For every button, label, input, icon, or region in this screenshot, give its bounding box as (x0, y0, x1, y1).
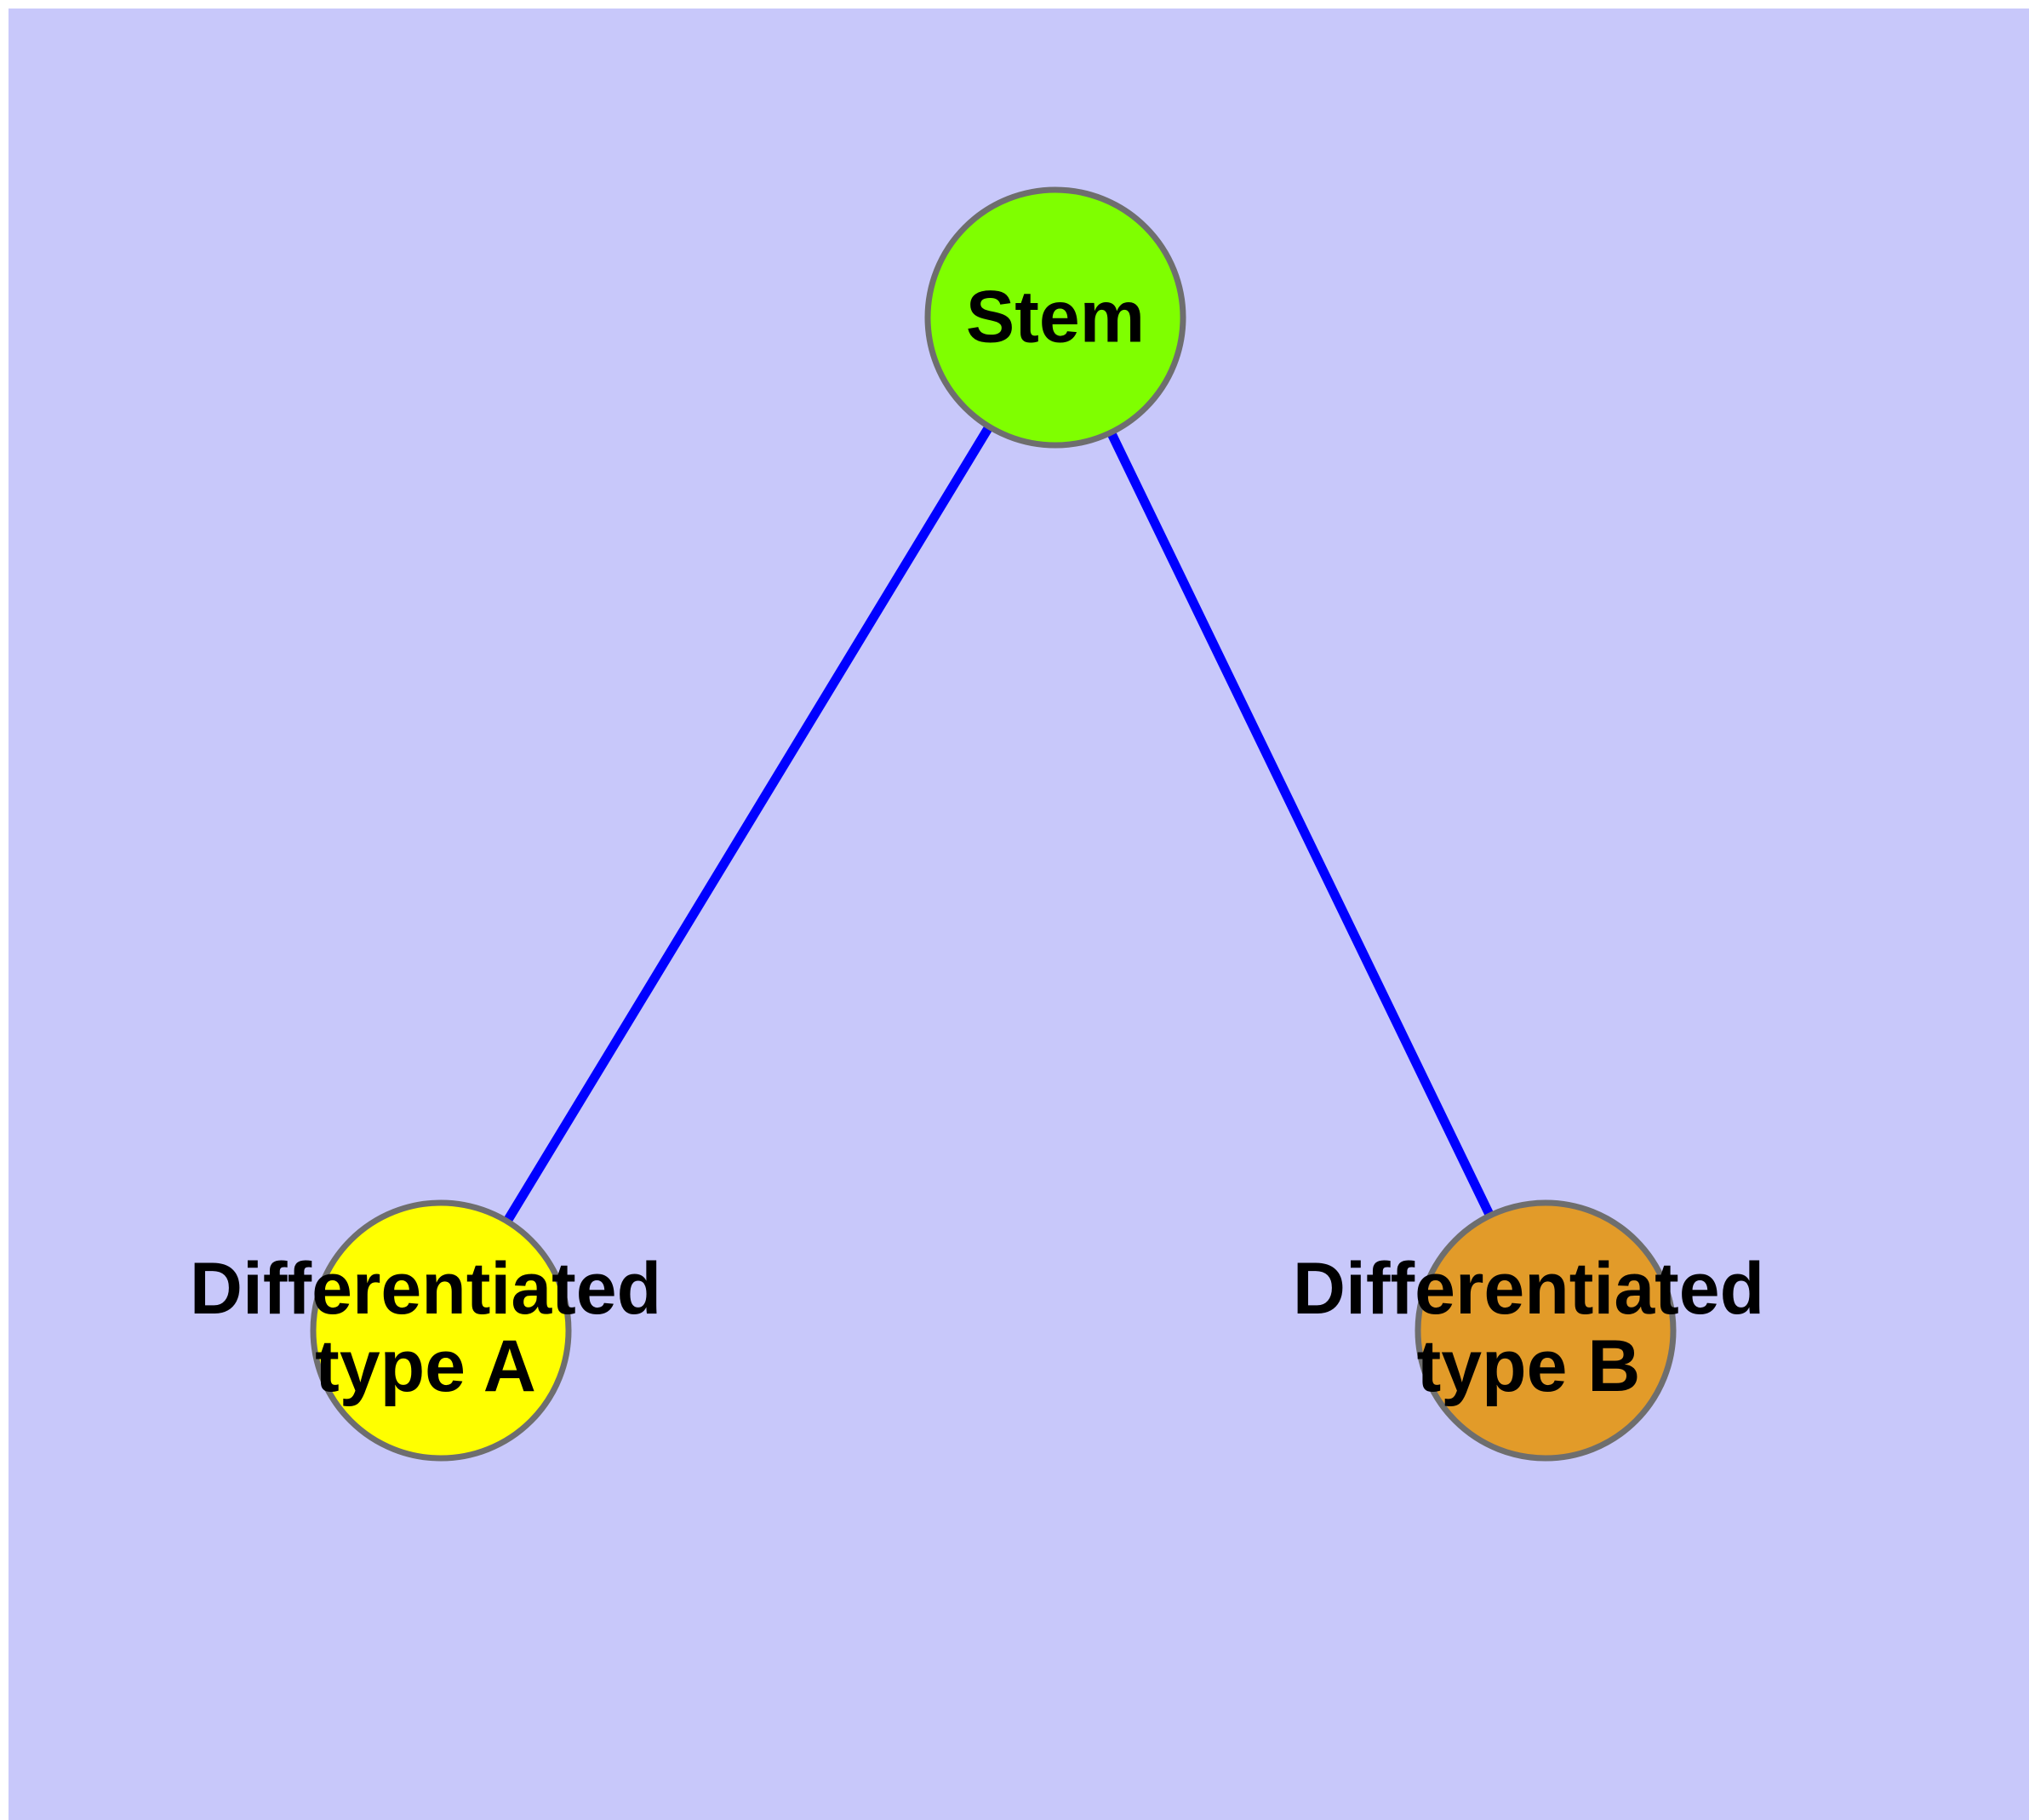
graph-node-diff_b[interactable] (1415, 1199, 1677, 1462)
graph-node-stem[interactable] (924, 186, 1186, 449)
graph-node-diff_a[interactable] (310, 1199, 572, 1462)
graph-edge-stem-diff_b (1106, 430, 1495, 1218)
edge-layer (503, 424, 1495, 1224)
graph-edge-stem-diff_a (503, 424, 993, 1224)
node-layer (310, 186, 1677, 1462)
